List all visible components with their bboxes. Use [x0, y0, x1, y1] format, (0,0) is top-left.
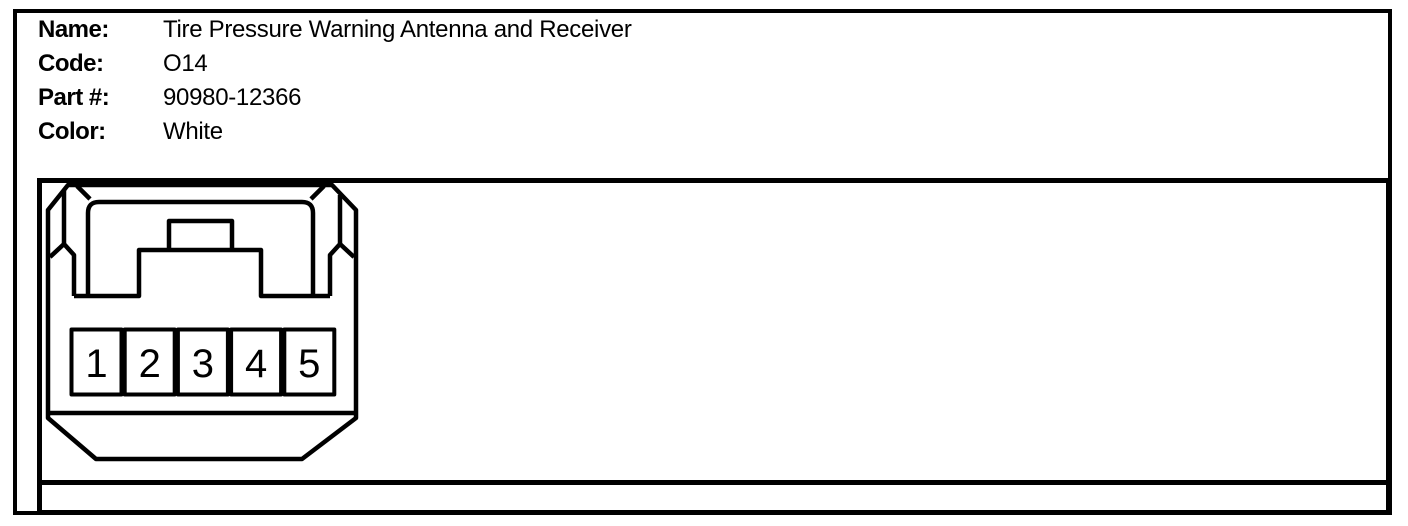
code-value: O14	[163, 50, 208, 77]
pin-box-2	[122, 327, 177, 397]
connector-lock-tab	[166, 218, 235, 250]
pin-number-2: 2	[139, 342, 161, 386]
field-row-code: Code: O14	[38, 47, 632, 81]
connector-diagram: 1 2 3 4 5	[45, 182, 359, 462]
name-label: Name:	[38, 16, 109, 43]
field-row-part-number: Part #: 90980-12366	[38, 81, 632, 115]
part-number-label: Part #:	[38, 84, 110, 111]
connector-cavity-shelf	[74, 247, 330, 299]
code-label: Code:	[38, 50, 104, 77]
connector-left-bevel	[75, 184, 92, 201]
pin-box-1	[69, 327, 124, 397]
pin-number-1: 1	[85, 342, 107, 386]
connector-outline	[45, 182, 359, 462]
name-value: Tire Pressure Warning Antenna and Receiv…	[163, 16, 632, 43]
pin-number-3: 3	[192, 342, 214, 386]
connector-right-notch	[338, 242, 356, 259]
table-row-divider	[42, 480, 1386, 485]
field-row-name: Name: Tire Pressure Warning Antenna and …	[38, 13, 632, 47]
part-number-value: 90980-12366	[163, 84, 302, 111]
connector-left-notch	[48, 242, 66, 259]
connector-left-rail	[61, 190, 77, 296]
field-row-color: Color: White	[38, 115, 632, 149]
color-value: White	[163, 118, 223, 145]
pin-box-5	[282, 327, 337, 397]
pin-number-5: 5	[298, 342, 320, 386]
connector-right-rail	[327, 195, 343, 296]
connector-cavity	[85, 199, 316, 296]
connector-header: Name: Tire Pressure Warning Antenna and …	[38, 13, 632, 149]
color-label: Color:	[38, 118, 106, 145]
pin-box-4	[229, 327, 284, 397]
pin-box-3	[175, 327, 230, 397]
pin-number-4: 4	[245, 342, 267, 386]
connector-right-bevel	[309, 184, 326, 201]
